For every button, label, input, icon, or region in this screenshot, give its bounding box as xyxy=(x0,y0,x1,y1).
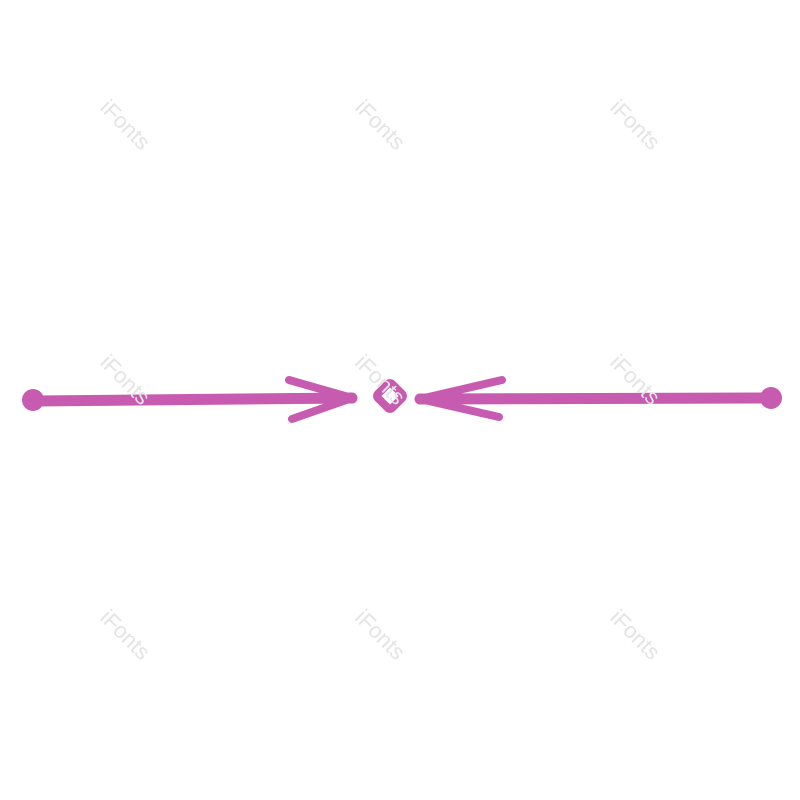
right-arrow-shaft xyxy=(414,392,776,405)
center-diamond xyxy=(373,379,407,413)
left-arrow-shaft xyxy=(30,392,358,407)
right-end-dot xyxy=(760,387,782,409)
left-arrowhead xyxy=(285,376,356,423)
